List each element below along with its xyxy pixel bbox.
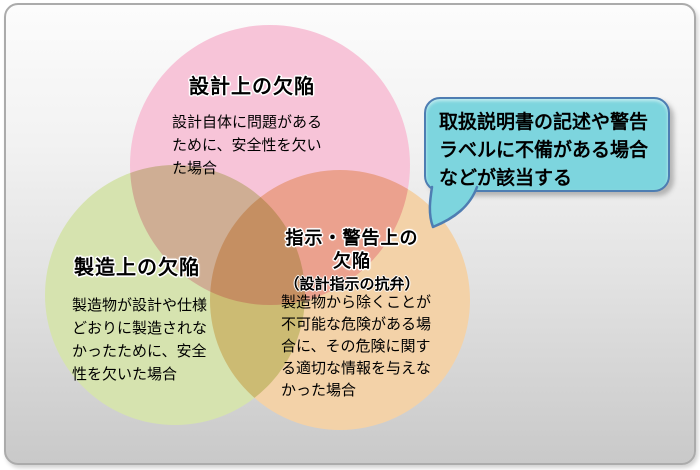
description-line: 製造物から除くことが [281,294,432,311]
description-line: 合に、その危険に関す [281,338,431,355]
description-line: 不可能な危険がある場 [281,316,432,333]
callout-line: ラベルに不備がある場合 [439,140,649,161]
manufacturing-defect-title: 製造上の欠陥 [74,257,200,279]
callout-line: などが該当する [439,168,573,189]
description-line: 製造物が設計や仕様 [72,297,208,314]
description-line: かった場合 [281,382,357,399]
description-line: る適切な情報を与えな [281,360,432,377]
circle-instruction-warning-defect [210,170,470,430]
description-line: た場合 [172,160,218,177]
description-line: ために、安全性を欠い [172,137,322,154]
callout-tail-pointer [428,185,479,229]
title-line: 欠陥 [333,251,371,271]
title-line: 指示・警告上の [285,228,419,248]
manufacturing-defect-description: 製造物が設計や仕様 どおりに製造されな かったために、安全 性を欠いた場合 [72,294,207,386]
description-line: 性を欠いた場合 [72,366,178,383]
callout-text: 取扱説明書の記述や警告 ラベルに不備がある場合 などが該当する [426,99,668,193]
instruction-warning-defect-description: 製造物から除くことが 不可能な危険がある場 合に、その危険に関す る適切な情報を… [281,292,431,402]
callout-bubble: 取扱説明書の記述や警告 ラベルに不備がある場合 などが該当する [424,97,670,192]
design-defect-description: 設計自体に問題がある ために、安全性を欠い た場合 [172,111,322,180]
description-line: どおりに製造されな [72,320,208,337]
description-line: 設計自体に問題がある [172,114,323,131]
instruction-warning-defect-subtitle: （設計指示の抗弁） [284,276,420,293]
instruction-warning-defect-title: 指示・警告上の 欠陥 [272,227,432,273]
callout-line: 取扱説明書の記述や警告 [439,112,649,133]
design-defect-title: 設計上の欠陥 [189,76,315,98]
description-line: かったために、安全 [72,343,207,360]
